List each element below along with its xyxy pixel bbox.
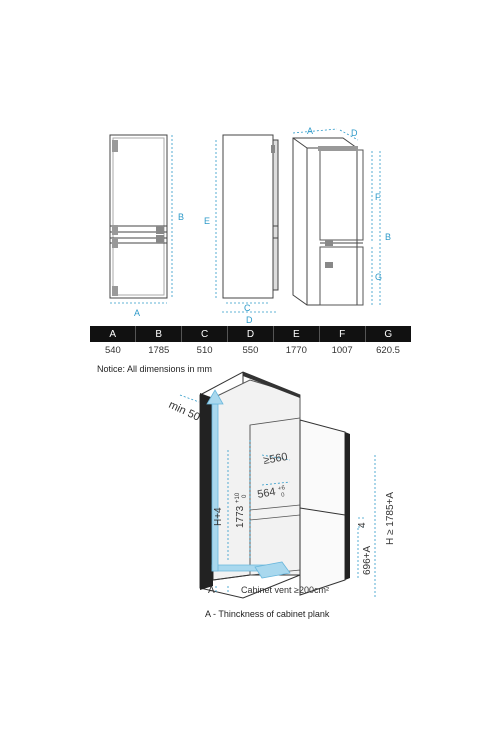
header-d: D (227, 326, 274, 342)
caption-text: A - Thinckness of cabinet plank (205, 609, 330, 619)
dim-1773-tolerance-lower: 0 (242, 494, 248, 498)
dimension-table-header: A B C D E F G (90, 326, 411, 342)
front-view-dimensions (110, 135, 173, 304)
value-c: 510 (196, 344, 213, 356)
dim-1773-label: 1773 +10 0 (231, 490, 248, 528)
thickness-a-label: A (208, 585, 215, 596)
dimension-table-values: 540 1785 510 550 1770 1007 620.5 (90, 342, 411, 358)
header-a: A (90, 326, 137, 342)
value-a: 540 (104, 344, 121, 356)
dim-4-label: 4 (357, 522, 368, 528)
perspective-dimensions (292, 128, 381, 305)
dim-564-label: 564 +6 0 (256, 480, 290, 503)
dim-1773-tolerance: +10 (235, 492, 241, 503)
fridge-technical-views: A B E C D A D F B G (109, 126, 391, 325)
persp-label-f: F (375, 192, 381, 202)
cabinet-vent-label: Cabinet vent ≥200cm² (241, 585, 329, 595)
value-e: 1770 (285, 344, 307, 356)
persp-label-b: B (385, 232, 391, 242)
front-label-a: A (134, 308, 140, 318)
installation-diagram: min 50 H+4 1773 +10 0 ≥560 564 +6 0 4 69… (167, 371, 396, 599)
min-50-label: min 50 (167, 399, 202, 424)
cabinet-side-panel (200, 393, 213, 590)
header-b: B (135, 326, 183, 342)
value-b: 1785 (148, 344, 170, 356)
side-label-e: E (204, 216, 210, 226)
persp-label-d: D (351, 128, 358, 138)
persp-label-g: G (375, 272, 382, 282)
notice-text: Notice: All dimensions in mm (97, 364, 213, 374)
persp-label-a: A (307, 126, 313, 136)
side-view (222, 134, 279, 299)
value-d: 550 (242, 344, 259, 356)
cabinet-front-edge (243, 372, 300, 398)
front-label-b: B (178, 212, 184, 222)
side-view-dimensions (215, 140, 278, 313)
dim-564-tolerance: +6 (278, 485, 286, 492)
dim-696-label: 696+A (362, 545, 373, 575)
dim-1773-value: 1773 (235, 505, 246, 528)
header-g: G (365, 326, 411, 342)
fridge-door (299, 419, 346, 596)
header-f: F (319, 326, 366, 342)
dim-564-value: 564 (256, 486, 276, 501)
h-plus-4-label: H+4 (213, 507, 224, 526)
door-split-line (299, 507, 346, 516)
airflow-arrows (206, 389, 291, 579)
door-edge (345, 432, 350, 580)
install-dimension-lines (179, 394, 376, 598)
dim-560-label: ≥560 (262, 451, 288, 467)
value-f: 1007 (331, 344, 353, 356)
header-c: C (181, 326, 229, 342)
value-g: 620.5 (376, 344, 400, 356)
side-label-c: C (244, 303, 251, 313)
dim-564-tolerance-lower: 0 (281, 492, 286, 499)
dimension-table: A B C D E F G 540 1785 510 550 1770 1007… (90, 326, 411, 358)
perspective-view (292, 137, 364, 306)
header-e: E (273, 326, 320, 342)
dim-h-label: H ≥ 1785+A (385, 492, 396, 545)
side-label-d: D (246, 315, 253, 325)
front-view (109, 134, 168, 299)
